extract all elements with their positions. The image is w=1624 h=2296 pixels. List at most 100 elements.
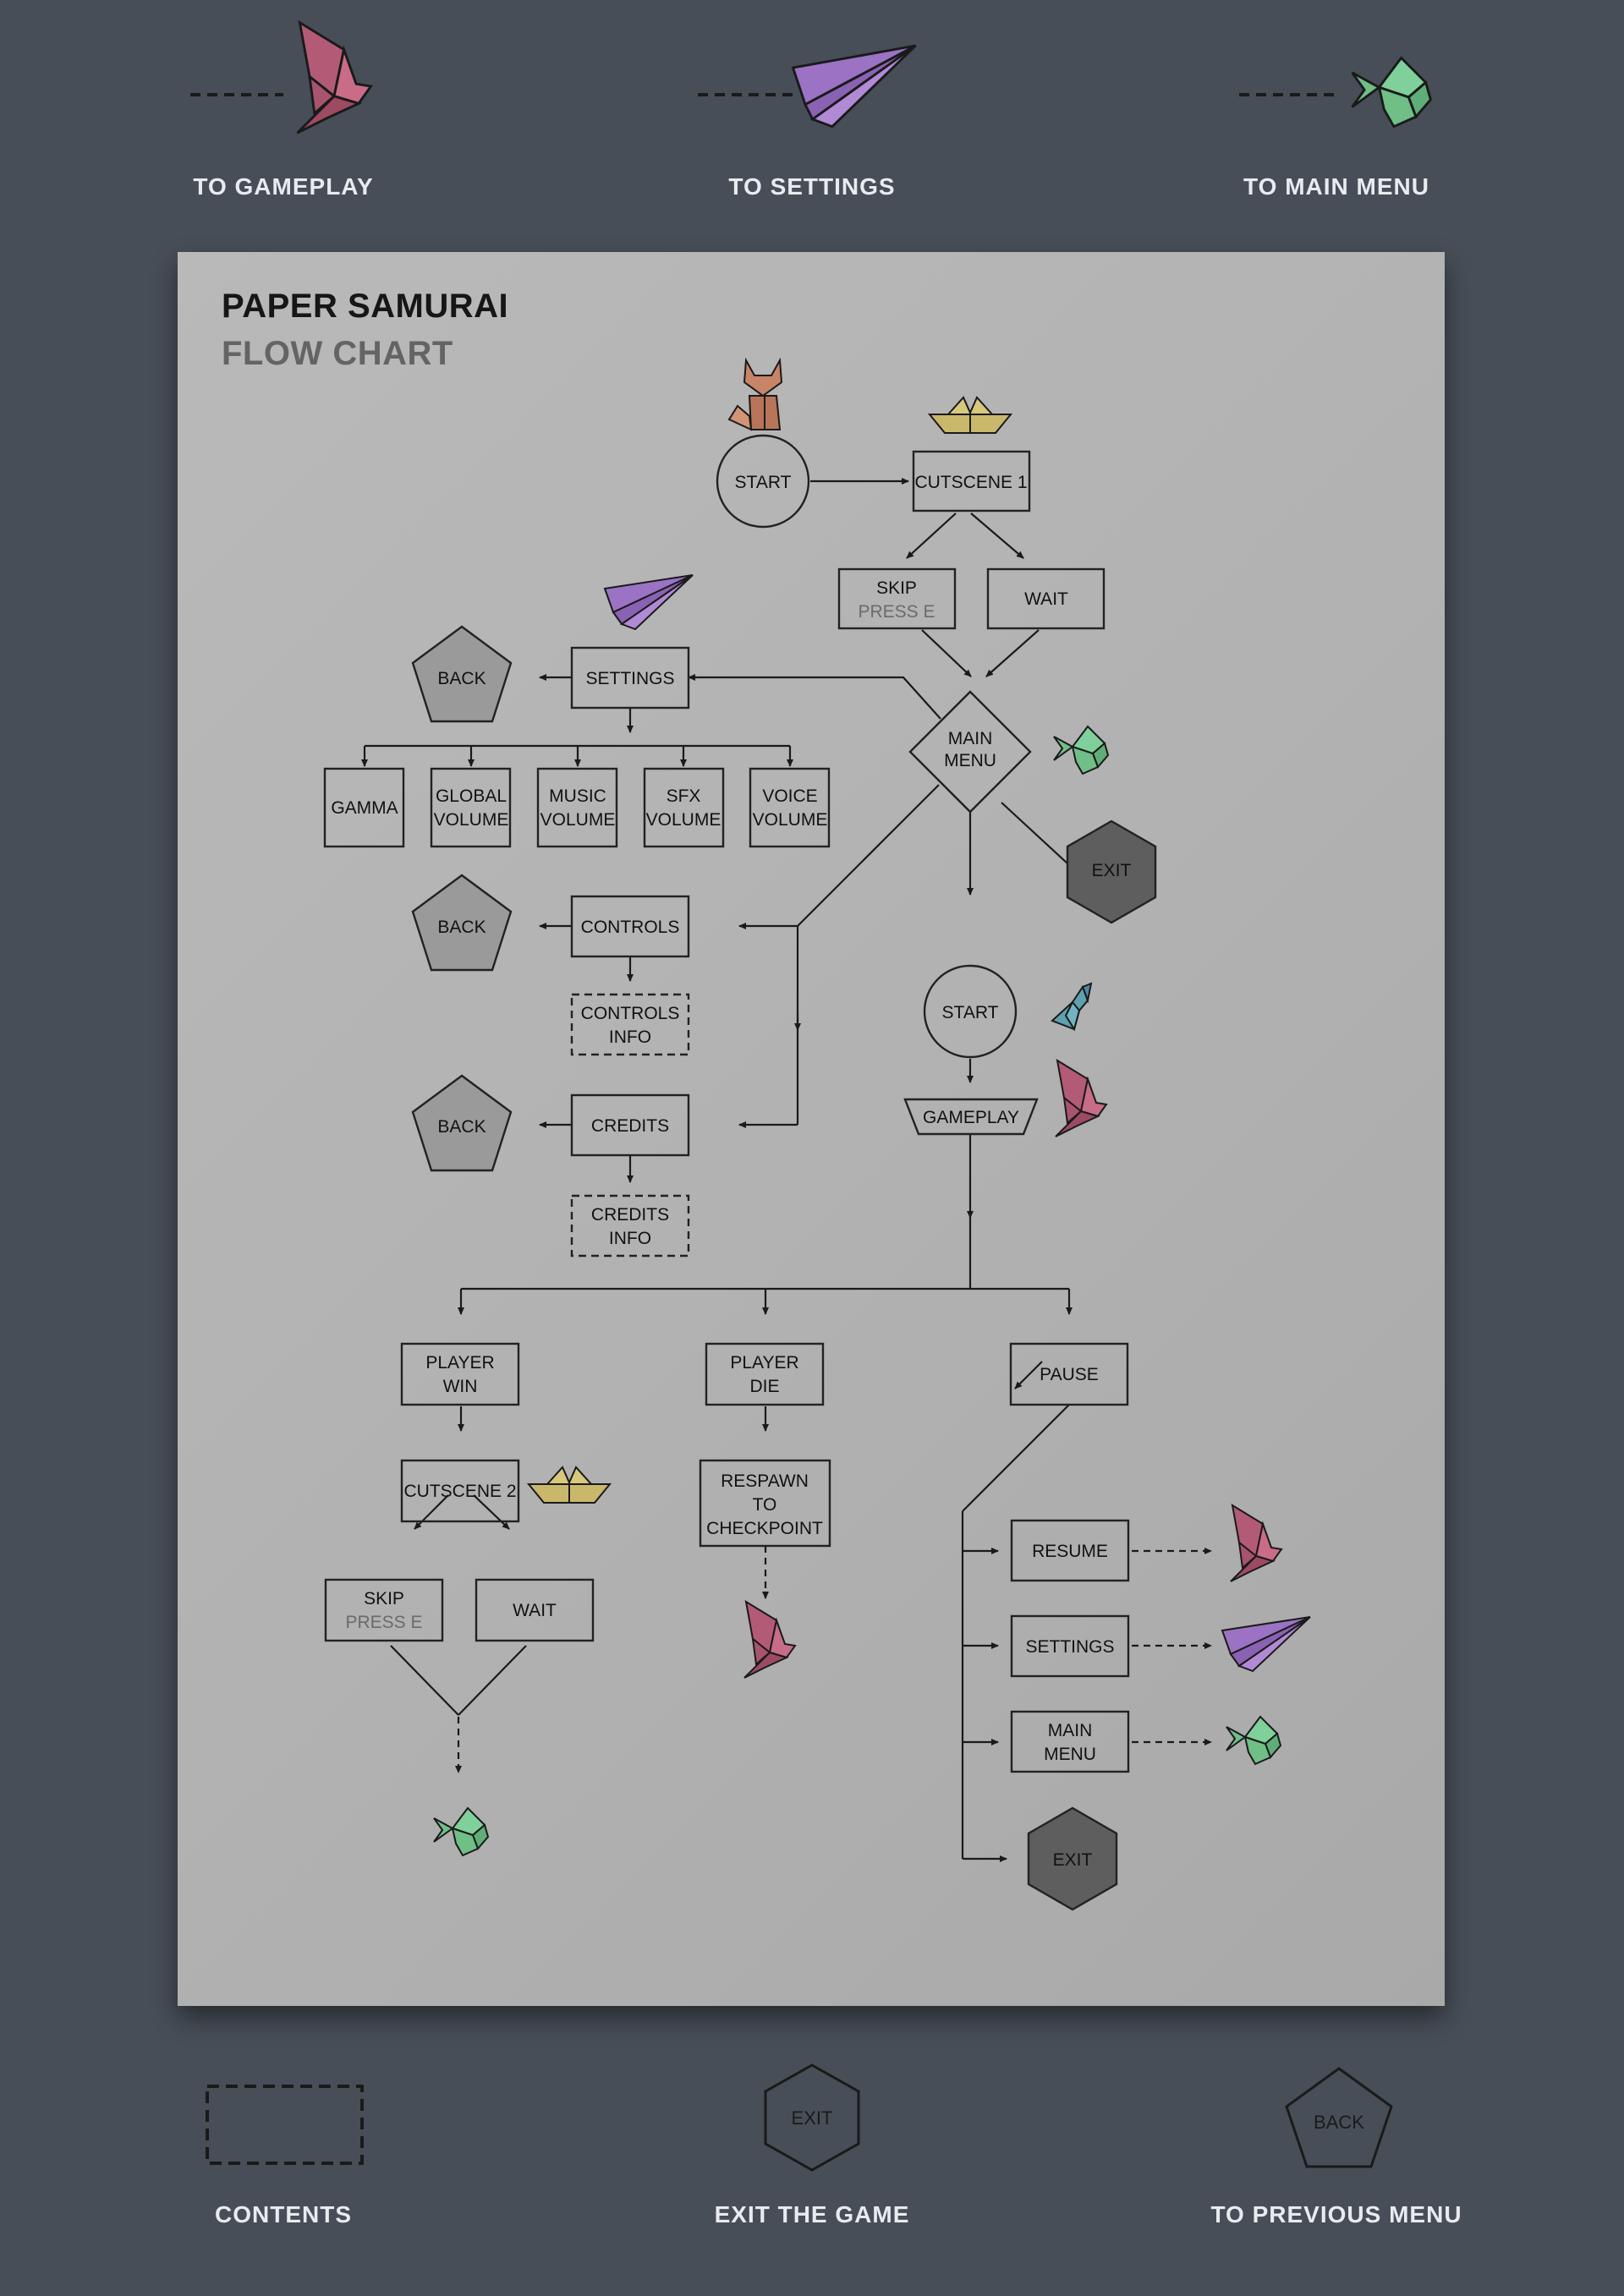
back-settings-label: BACK bbox=[437, 669, 486, 688]
controls-info-label-1: CONTROLS bbox=[581, 1004, 680, 1023]
player-die-label-2: DIE bbox=[749, 1377, 779, 1396]
boat-icon bbox=[526, 1466, 612, 1504]
main-menu-node: MAIN MENU bbox=[908, 690, 1032, 814]
bird-icon bbox=[1230, 1503, 1283, 1582]
respawn-label-1: RESPAWN bbox=[721, 1471, 809, 1491]
legend-pentagon-text: BACK bbox=[1314, 2112, 1364, 2133]
music-volume-label-1: MUSIC bbox=[549, 786, 606, 806]
respawn-label-3: CHECKPOINT bbox=[706, 1519, 823, 1538]
fox-icon bbox=[727, 357, 783, 431]
start-node-1-label: START bbox=[735, 473, 792, 492]
fish-icon bbox=[1053, 725, 1110, 775]
gameplay-node: GAMEPLAY bbox=[903, 1098, 1039, 1136]
legend-hexagon: EXIT bbox=[764, 2063, 860, 2172]
controls-info-label-2: INFO bbox=[609, 1027, 651, 1047]
voice-volume-label-2: VOLUME bbox=[753, 810, 828, 830]
wait-2-label: WAIT bbox=[513, 1601, 557, 1620]
settings-node: SETTINGS bbox=[570, 646, 690, 710]
small-bird-icon bbox=[1051, 982, 1093, 1032]
paper-plane-icon bbox=[1221, 1616, 1311, 1673]
resume-label: RESUME bbox=[1032, 1542, 1108, 1561]
music-volume-node: MUSIC VOLUME bbox=[536, 767, 618, 848]
wait-1-node: WAIT bbox=[986, 567, 1106, 630]
skip-1-node: SKIP PRESS E bbox=[837, 567, 957, 630]
back-credits-node: BACK bbox=[411, 1074, 513, 1172]
fish-icon bbox=[1226, 1715, 1282, 1766]
cutscene-2-node: CUTSCENE 2 bbox=[400, 1459, 520, 1523]
bird-icon bbox=[296, 19, 374, 134]
pause-main-menu-label-1: MAIN bbox=[1048, 1721, 1093, 1740]
pause-main-menu-node: MAIN MENU bbox=[1010, 1710, 1130, 1773]
legend-label-exit: EXIT THE GAME bbox=[714, 2201, 910, 2228]
respawn-node: RESPAWN TO CHECKPOINT bbox=[699, 1459, 831, 1548]
legend-label-gameplay: TO GAMEPLAY bbox=[193, 173, 374, 200]
legend-label-back: TO PREVIOUS MENU bbox=[1210, 2201, 1462, 2228]
player-win-node: PLAYER WIN bbox=[400, 1342, 520, 1406]
voice-volume-node: VOICE VOLUME bbox=[749, 767, 831, 848]
sfx-volume-label-1: SFX bbox=[667, 786, 701, 806]
bird-icon bbox=[1055, 1058, 1108, 1137]
paper-plane-icon bbox=[603, 574, 694, 631]
flowchart-diagram: START CUTSCENE 1 SKIP PRESS E WAIT MAIN … bbox=[323, 357, 1311, 1911]
pause-node: PAUSE bbox=[1009, 1342, 1129, 1406]
fish-icon bbox=[1351, 56, 1433, 129]
start-node-2: START bbox=[923, 964, 1018, 1059]
exit-2-label: EXIT bbox=[1053, 1850, 1093, 1870]
controls-info-node: CONTROLS INFO bbox=[570, 993, 690, 1056]
bird-icon bbox=[743, 1599, 797, 1679]
credits-node: CREDITS bbox=[570, 1093, 690, 1157]
sfx-volume-node: SFX VOLUME bbox=[643, 767, 725, 848]
credits-info-node: CREDITS INFO bbox=[570, 1194, 690, 1258]
music-volume-label-2: VOLUME bbox=[540, 810, 616, 830]
player-die-label-1: PLAYER bbox=[730, 1353, 798, 1373]
resume-node: RESUME bbox=[1010, 1519, 1130, 1582]
pause-main-menu-label-2: MENU bbox=[1044, 1745, 1096, 1764]
back-credits-label: BACK bbox=[437, 1117, 486, 1137]
back-settings-node: BACK bbox=[411, 625, 513, 723]
legend-label-main-menu: TO MAIN MENU bbox=[1243, 173, 1429, 200]
legend-hexagon-text: EXIT bbox=[792, 2107, 833, 2129]
paper-plane-icon bbox=[791, 44, 917, 129]
legend-bottom: EXIT BACK CONTENTS EXIT THE GAME TO PREV… bbox=[0, 2013, 1624, 2296]
back-controls-node: BACK bbox=[411, 874, 513, 972]
legend-bottom-graphics: EXIT BACK bbox=[206, 2063, 1393, 2172]
wait-2-node: WAIT bbox=[475, 1578, 595, 1642]
gamma-node: GAMMA bbox=[323, 767, 405, 848]
exit-1-label: EXIT bbox=[1092, 861, 1132, 880]
boat-icon bbox=[927, 396, 1013, 434]
legend-pentagon: BACK bbox=[1285, 2067, 1393, 2168]
start-node-2-label: START bbox=[942, 1003, 999, 1022]
main-menu-label-1: MAIN bbox=[948, 729, 993, 748]
pause-settings-label: SETTINGS bbox=[1025, 1637, 1114, 1657]
gameplay-label: GAMEPLAY bbox=[923, 1108, 1019, 1127]
voice-volume-label-1: VOICE bbox=[762, 786, 817, 806]
fish-icon bbox=[433, 1806, 490, 1857]
wait-1-label: WAIT bbox=[1024, 589, 1068, 609]
flowchart-sheet: PAPER SAMURAI FLOW CHART bbox=[178, 252, 1445, 2006]
settings-label: SETTINGS bbox=[585, 669, 674, 688]
cutscene-2-label: CUTSCENE 2 bbox=[403, 1482, 516, 1501]
connectors bbox=[361, 478, 1212, 1862]
sheet-title: PAPER SAMURAI bbox=[222, 288, 509, 325]
start-node-1: START bbox=[716, 434, 810, 529]
legend-label-contents: CONTENTS bbox=[215, 2201, 352, 2228]
cutscene-1-label: CUTSCENE 1 bbox=[914, 473, 1027, 492]
skip-2-hint: PRESS E bbox=[345, 1613, 422, 1632]
respawn-label-2: TO bbox=[753, 1495, 777, 1515]
gamma-label: GAMMA bbox=[331, 798, 398, 818]
legend-top-graphics bbox=[190, 19, 1433, 134]
credits-label: CREDITS bbox=[591, 1116, 669, 1136]
skip-2-node: SKIP PRESS E bbox=[324, 1578, 444, 1642]
exit-1-node: EXIT bbox=[1066, 819, 1157, 924]
player-win-label-1: PLAYER bbox=[425, 1353, 494, 1373]
sfx-volume-label-2: VOLUME bbox=[646, 810, 721, 830]
exit-2-node: EXIT bbox=[1027, 1806, 1118, 1911]
main-menu-label-2: MENU bbox=[944, 751, 996, 770]
back-controls-label: BACK bbox=[437, 918, 486, 937]
legend-label-settings: TO SETTINGS bbox=[728, 173, 896, 200]
global-volume-label-2: VOLUME bbox=[434, 810, 509, 830]
pause-settings-node: SETTINGS bbox=[1010, 1614, 1130, 1678]
player-die-node: PLAYER DIE bbox=[705, 1342, 825, 1406]
pause-label: PAUSE bbox=[1040, 1365, 1099, 1384]
global-volume-label-1: GLOBAL bbox=[436, 786, 507, 806]
